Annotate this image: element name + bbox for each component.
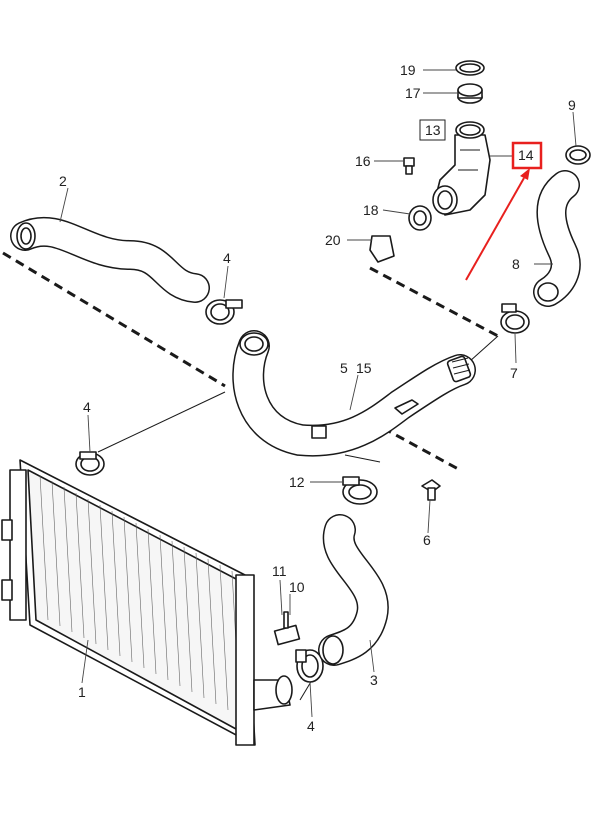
clamp-part-4-middle [75, 451, 105, 476]
clamp-part-7 [500, 303, 530, 334]
ring-part-17 [457, 83, 483, 104]
label-part-4-upper: 4 [223, 250, 231, 266]
clamp-part-9 [565, 145, 591, 165]
dashed-line-right [369, 266, 499, 338]
label-part-17: 17 [405, 85, 421, 101]
label-part-11: 11 [272, 563, 287, 579]
leader-lines [59, 69, 577, 718]
dashed-guides [2, 251, 499, 472]
label-part-6: 6 [423, 532, 431, 548]
hose-part-8 [533, 170, 581, 307]
dashed-line-left [2, 251, 226, 388]
part-labels: 2 4 4 1 3 4 5 15 6 7 8 9 10 11 12 19 17 … [59, 62, 576, 734]
label-box-part-13: 13 [419, 119, 446, 141]
label-part-16: 16 [355, 153, 371, 169]
core-fins [39, 474, 241, 717]
bracket-part-10-11 [273, 611, 301, 646]
clamp-part-20 [369, 235, 395, 263]
clamp-part-4-lower [295, 649, 324, 683]
intercooler-part-1 [1, 459, 293, 746]
pipe-part-5-15 [232, 330, 476, 457]
label-part-4-middle: 4 [83, 399, 91, 415]
label-part-13: 13 [425, 122, 441, 138]
label-part-4-lower: 4 [307, 718, 315, 734]
label-part-5: 5 [340, 360, 348, 376]
housing-part-13-14 [432, 121, 491, 216]
label-part-3: 3 [370, 672, 378, 688]
label-part-9: 9 [568, 97, 576, 113]
clamp-part-12 [342, 476, 378, 505]
label-part-8: 8 [512, 256, 520, 272]
label-part-10: 10 [289, 579, 305, 595]
label-part-1: 1 [78, 684, 86, 700]
label-part-2: 2 [59, 173, 67, 189]
label-part-18: 18 [363, 202, 379, 218]
bolt-part-16 [403, 157, 415, 175]
label-part-15: 15 [356, 360, 372, 376]
label-part-12: 12 [289, 474, 305, 490]
label-part-7: 7 [510, 365, 518, 381]
seal-part-18 [408, 205, 432, 231]
clamp-part-4-upper [205, 299, 243, 325]
label-part-14: 14 [518, 147, 534, 163]
highlight-arrow [465, 168, 530, 281]
label-box-part-14-highlighted: 14 [511, 141, 543, 170]
bolt-part-6 [421, 479, 441, 501]
clamp-part-19 [455, 60, 485, 76]
dashed-line-lower [382, 426, 461, 472]
hose-part-2 [10, 216, 210, 303]
hose-part-3 [318, 514, 389, 666]
label-part-19: 19 [400, 62, 416, 78]
label-part-20: 20 [325, 232, 341, 248]
